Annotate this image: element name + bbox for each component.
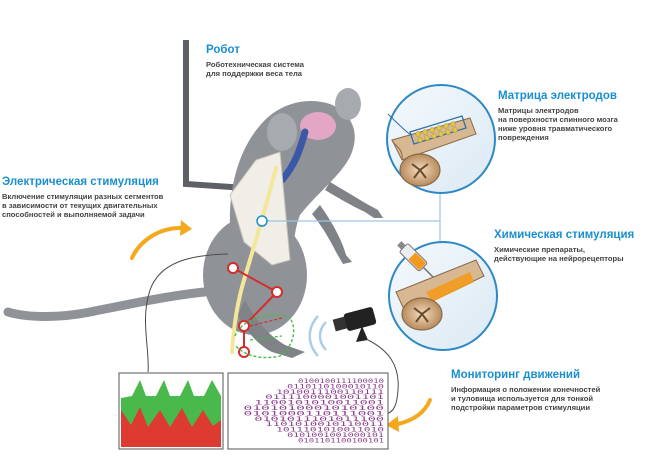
electrode-array [409, 115, 467, 145]
chemical-stimulation-circle [388, 241, 498, 351]
binary-row: 0110110100010110 [287, 383, 384, 390]
binary-row: 0101001001000101 [287, 432, 384, 439]
electrode-wire [145, 253, 229, 373]
binary-panel: 0100100111100010011011010001011010100111… [227, 372, 389, 450]
motion-monitoring-label: Мониторинг движений Информация о положен… [451, 369, 647, 412]
motion-camera [332, 307, 377, 342]
binary-row: 0101101100100101 [298, 437, 384, 444]
joint-angle-markers [227, 262, 295, 359]
right-arrow-head [386, 416, 399, 432]
binary-row: 0100100111100010 [298, 378, 384, 385]
binary-row: 0101000110111001 [243, 410, 384, 417]
left-orange-arrow [130, 226, 182, 260]
drug-channel [426, 272, 474, 302]
chemical-stimulation-label: Химическая стимуляция Химические препара… [494, 229, 650, 263]
rat-tail [3, 285, 243, 321]
binary-row: 0111100001001101 [265, 394, 384, 401]
left-arrow-head [180, 220, 192, 236]
signal-panel [118, 372, 224, 450]
binary-rows: 0100100111100010011011010001011010100111… [243, 378, 384, 444]
binary-row: 1011101010011010 [276, 427, 384, 434]
implant-marker [256, 215, 268, 227]
electrical-stimulation-label: Электрическая стимуляция Включение стиму… [2, 176, 212, 219]
motion-monitoring-title: Мониторинг движений [451, 369, 581, 381]
binary-row: 1100101010011001 [254, 400, 384, 407]
motion-monitoring-description: Информация о положении конечностей и тул… [451, 385, 601, 412]
right-orange-arrow [396, 398, 432, 426]
electrode-matrix-label: Матрица электродов Матрицы электродов на… [498, 90, 648, 142]
chemical-stimulation-title: Химическая стимуляция [494, 229, 635, 241]
support-vest [229, 151, 291, 266]
electrical-stimulation-description: Включение стимуляции разных сегментов в … [2, 192, 164, 219]
spinal-cord-line [230, 166, 278, 354]
red-signal-trace [121, 407, 221, 447]
binary-row: 0101010001010100 [243, 405, 384, 412]
electrical-stimulation-title: Электрическая стимуляция [2, 176, 159, 188]
robot-label: Робот Роботехническая система для поддер… [206, 44, 366, 78]
robot-title: Робот [206, 44, 240, 56]
electrode-matrix-description: Матрицы электродов на поверхности спинно… [498, 106, 618, 142]
chemical-stimulation-description: Химические препараты, действующие на ней… [494, 245, 624, 263]
binary-row: 1101010010110011 [265, 421, 384, 428]
rat-brain [278, 112, 336, 184]
syringe [397, 241, 434, 278]
electrode-matrix-title: Матрица электродов [498, 90, 617, 102]
robot-description: Роботехническая система для поддержки ве… [206, 60, 304, 78]
binary-row: 1010011100110111 [276, 389, 384, 396]
electrode-matrix-circle [386, 84, 496, 194]
binary-row: 0101011101011100 [254, 416, 384, 423]
camera-signal-waves [308, 315, 327, 357]
camera-cable [367, 339, 399, 415]
robot-arm [183, 40, 247, 191]
